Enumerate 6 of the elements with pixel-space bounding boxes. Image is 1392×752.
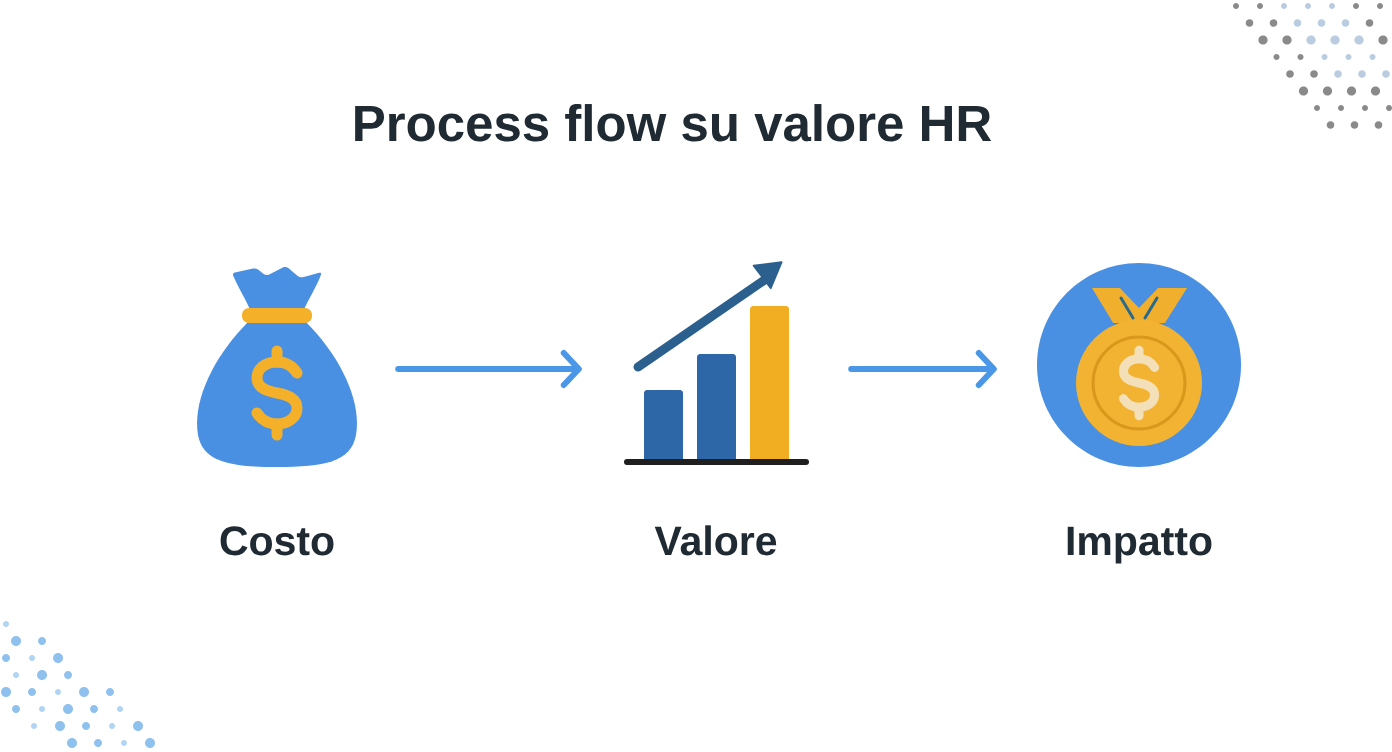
icon-label: Valore xyxy=(654,525,777,556)
icon-label: Impatto xyxy=(1067,526,1212,564)
arrow xyxy=(848,350,997,388)
icon-label: Costo xyxy=(220,526,334,556)
arrow xyxy=(395,350,582,388)
title: Process flow su valore HR xyxy=(355,104,992,142)
